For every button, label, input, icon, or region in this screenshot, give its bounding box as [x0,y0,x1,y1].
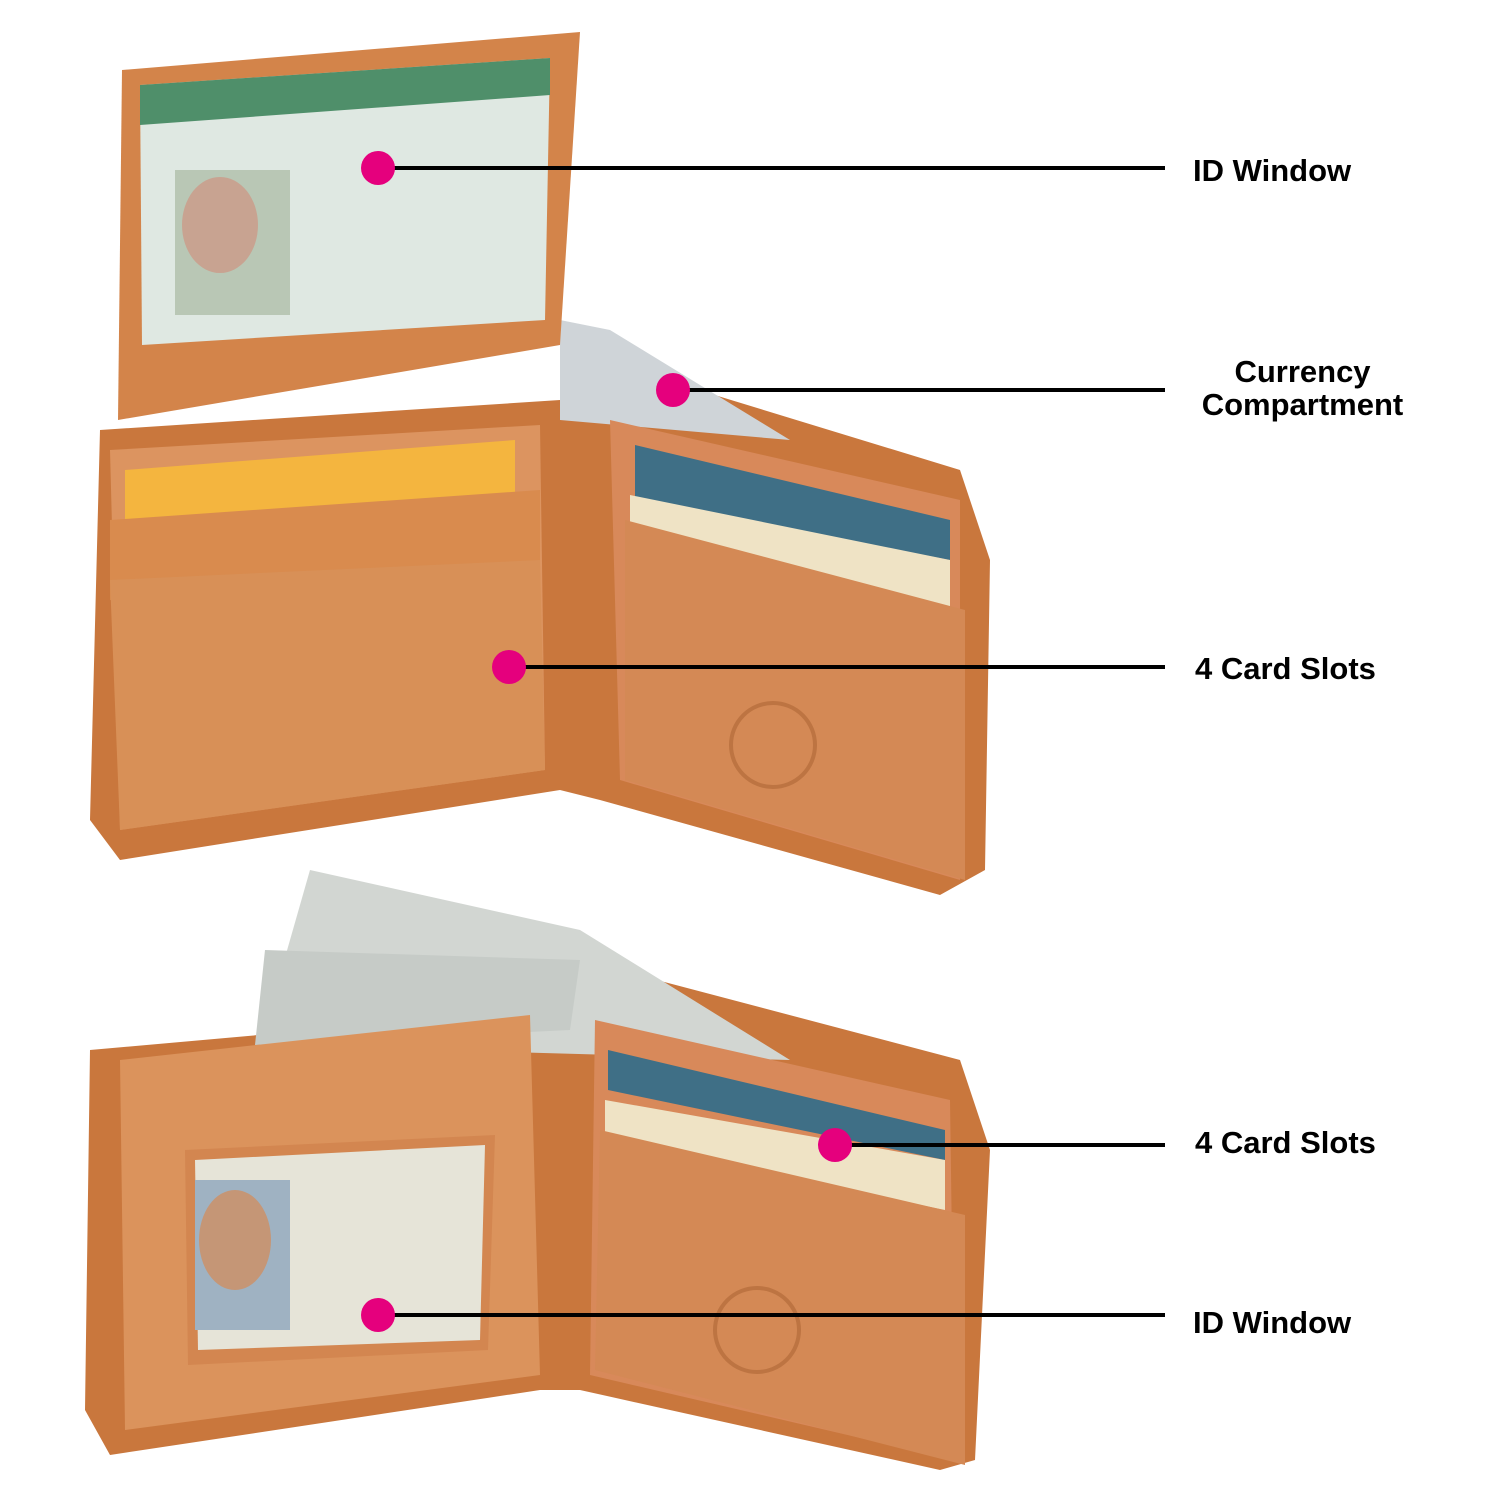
callout-line-currency [673,388,1165,392]
wallet-open-top [90,32,990,895]
callout-dot-id-window-top [361,151,395,185]
callout-label-card-slots-top: 4 Card Slots [1195,651,1376,686]
callout-label-card-slots-bottom: 4 Card Slots [1195,1125,1376,1160]
callout-dot-currency [656,373,690,407]
callout-label-currency-line2: Compartment [1201,387,1404,422]
callout-label-currency-line1: Currency [1234,354,1371,389]
callout-dot-card-slots-bottom [818,1128,852,1162]
callout-dot-id-window-bottom [361,1298,395,1332]
callout-label-id-window-bottom: ID Window [1193,1305,1352,1340]
callout-label-currency: Currency Compartment [1190,355,1415,421]
callout-line-card-slots-bottom [835,1143,1165,1147]
callout-dot-card-slots-top [492,650,526,684]
wallet-open-bottom [85,870,990,1470]
callout-label-id-window-top: ID Window [1193,153,1352,188]
callout-line-id-window-bottom [378,1313,1165,1317]
callout-line-card-slots-top [509,665,1165,669]
callout-line-id-window-top [378,166,1165,170]
